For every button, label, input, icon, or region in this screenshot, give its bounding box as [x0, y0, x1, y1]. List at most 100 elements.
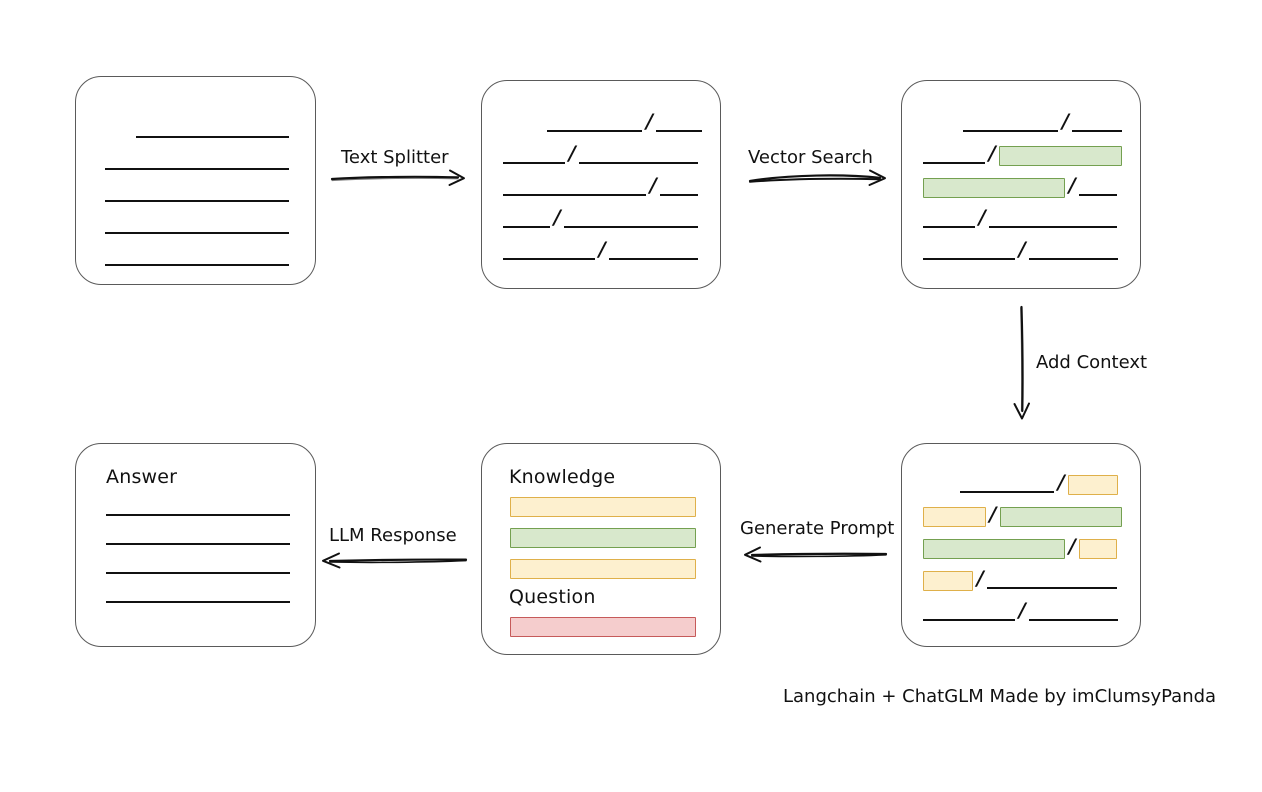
prompt-box[interactable]: Knowledge Question — [481, 443, 721, 655]
document-line: / — [902, 205, 1140, 231]
text-line-segment — [105, 168, 289, 170]
text-chunk-segment — [656, 130, 702, 132]
chunk-separator: / — [1018, 237, 1026, 261]
answer-title: Answer — [106, 466, 178, 488]
chunk-separator: / — [568, 141, 576, 165]
answer-line — [106, 514, 290, 516]
text-line-segment — [105, 264, 289, 266]
text-chunk-segment — [1072, 130, 1122, 132]
document-line: / — [902, 534, 1140, 560]
arrow-vector-search — [748, 165, 890, 191]
knowledge-bar-green — [510, 528, 696, 548]
text-chunk-segment — [503, 258, 595, 260]
knowledge-bar-yellow-2 — [510, 559, 696, 579]
searched-document-box[interactable]: / / / / / — [901, 80, 1141, 289]
context-chunk-yellow — [1079, 538, 1117, 559]
document-line: / — [902, 598, 1140, 624]
chunk-separator: / — [978, 205, 986, 229]
answer-box[interactable]: Answer — [75, 443, 316, 647]
text-line-segment — [136, 136, 289, 138]
text-chunk-segment — [923, 619, 1015, 621]
footer-credit: Langchain + ChatGLM Made by imClumsyPand… — [783, 686, 1217, 707]
context-chunk-yellow — [923, 506, 986, 527]
question-bar-red — [510, 617, 696, 637]
source-document-box[interactable] — [75, 76, 316, 285]
chunk-separator: / — [598, 237, 606, 261]
document-line: / — [902, 566, 1140, 592]
searched-document-lines: / / / / / — [902, 81, 1140, 288]
context-document-lines: / / / / / — [902, 444, 1140, 646]
text-chunk-segment — [1079, 194, 1117, 196]
arrow-add-context — [1008, 305, 1038, 423]
document-line: / — [902, 141, 1140, 167]
text-line-segment — [105, 200, 289, 202]
document-line — [76, 119, 315, 141]
arrow-text-splitter — [330, 165, 470, 191]
context-chunk-yellow — [1068, 474, 1118, 495]
answer-line — [106, 543, 290, 545]
text-chunk-segment — [923, 258, 1015, 260]
document-line — [76, 247, 315, 269]
document-line — [76, 151, 315, 173]
text-chunk-segment — [923, 162, 985, 164]
text-chunk-segment — [579, 162, 698, 164]
knowledge-label: Knowledge — [509, 466, 616, 488]
split-document-box[interactable]: / / / / / — [481, 80, 721, 289]
document-line: / — [902, 470, 1140, 496]
document-line: / — [902, 173, 1140, 199]
text-chunk-segment — [564, 226, 698, 228]
chunk-separator: / — [1061, 109, 1069, 133]
text-chunk-segment — [546, 130, 643, 132]
document-line: / — [902, 502, 1140, 528]
text-chunk-segment — [960, 491, 1054, 493]
answer-line — [106, 572, 290, 574]
answer-line — [106, 601, 290, 603]
chunk-separator: / — [989, 502, 997, 526]
chunk-separator: / — [1018, 598, 1026, 622]
chunk-separator: / — [649, 173, 657, 197]
source-document-lines — [76, 77, 315, 284]
text-chunk-segment — [987, 587, 1117, 589]
arrow-vector-search-label: Vector Search — [748, 147, 873, 168]
document-line: / — [902, 237, 1140, 263]
document-line: / — [482, 205, 720, 231]
chunk-separator: / — [1068, 534, 1076, 558]
text-line-segment — [105, 232, 289, 234]
text-chunk-segment — [503, 194, 646, 196]
arrow-llm-response — [318, 548, 468, 574]
retrieved-chunk-green — [923, 538, 1065, 559]
chunk-separator: / — [645, 109, 653, 133]
text-chunk-segment — [962, 130, 1059, 132]
knowledge-bar-yellow-1 — [510, 497, 696, 517]
document-line — [76, 183, 315, 205]
arrow-generate-prompt-label: Generate Prompt — [740, 518, 895, 539]
split-document-lines: / / / / / — [482, 81, 720, 288]
document-line: / — [482, 237, 720, 263]
text-chunk-segment — [609, 258, 698, 260]
document-line: / — [482, 173, 720, 199]
document-line: / — [482, 141, 720, 167]
text-chunk-segment — [923, 226, 975, 228]
context-chunk-yellow — [923, 570, 973, 591]
retrieved-chunk-green — [999, 506, 1122, 527]
chunk-separator: / — [1068, 173, 1076, 197]
document-line — [76, 215, 315, 237]
text-chunk-segment — [503, 162, 565, 164]
arrow-text-splitter-label: Text Splitter — [341, 147, 449, 168]
text-chunk-segment — [503, 226, 550, 228]
chunk-separator: / — [976, 566, 984, 590]
arrow-llm-response-label: LLM Response — [329, 525, 457, 546]
chunk-separator: / — [988, 141, 996, 165]
retrieved-chunk-green — [923, 177, 1065, 198]
document-line: / — [482, 109, 720, 135]
context-document-box[interactable]: / / / / / — [901, 443, 1141, 647]
document-line: / — [902, 109, 1140, 135]
text-chunk-segment — [989, 226, 1117, 228]
text-chunk-segment — [660, 194, 698, 196]
chunk-separator: / — [553, 205, 561, 229]
text-chunk-segment — [1029, 258, 1118, 260]
arrow-generate-prompt — [738, 542, 888, 568]
question-label: Question — [509, 586, 596, 608]
chunk-separator: / — [1057, 470, 1065, 494]
arrow-add-context-label: Add Context — [1036, 352, 1148, 373]
